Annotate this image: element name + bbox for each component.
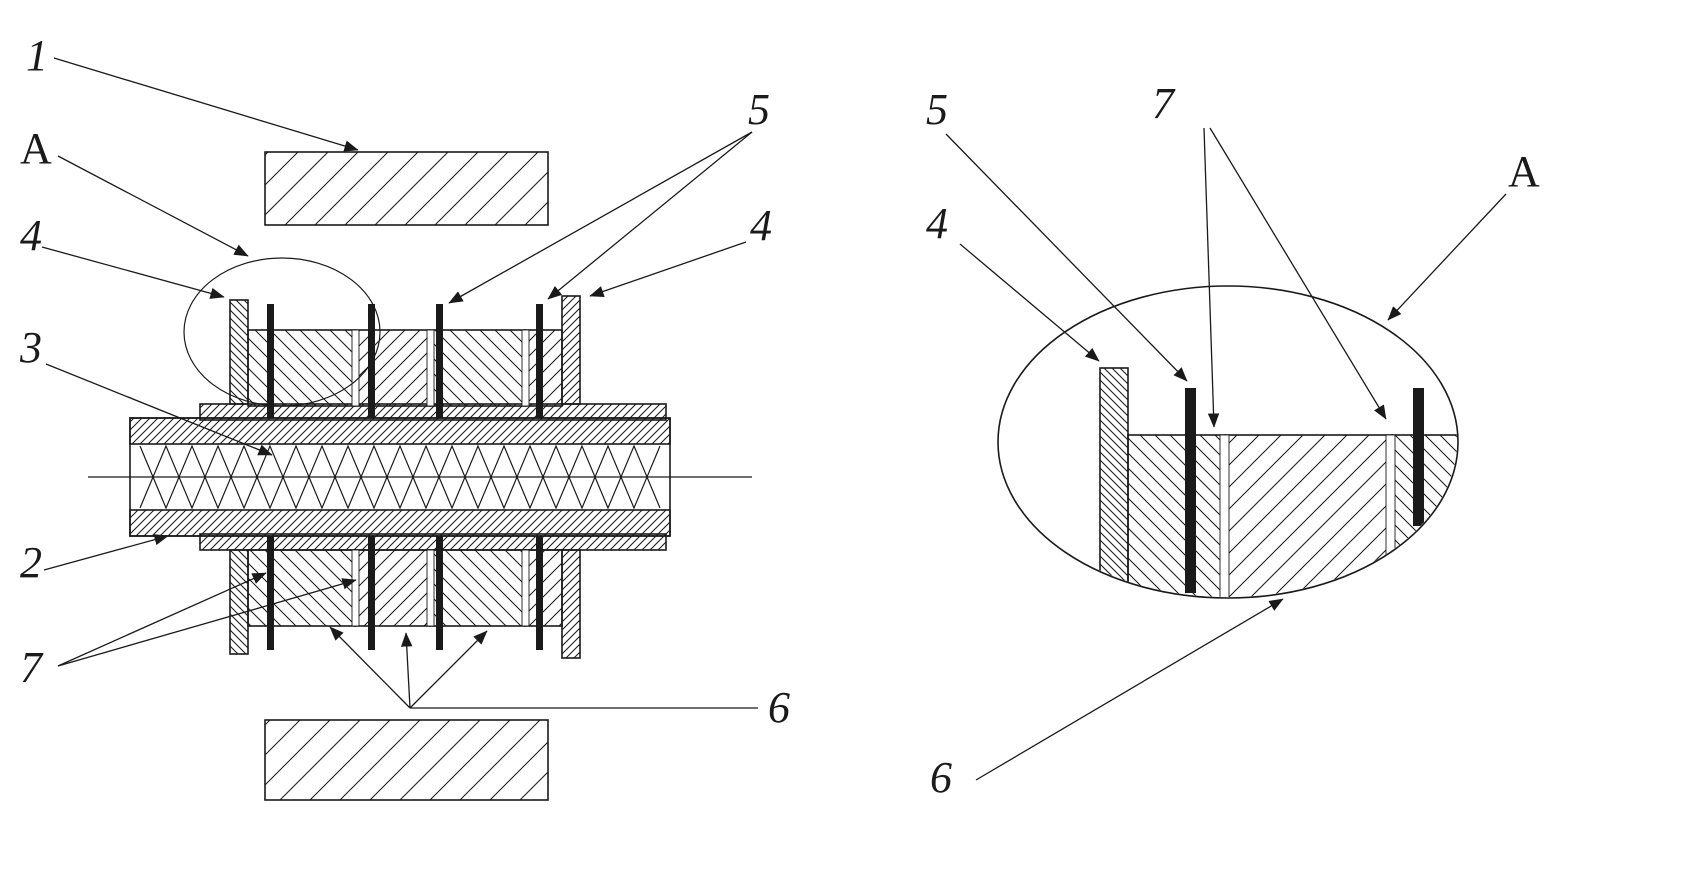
callout-4-left-arrow	[41, 246, 225, 299]
spring-zigzag-a	[139, 444, 661, 510]
callout-A-detail-arrow	[1387, 193, 1507, 321]
upper-joint-gap	[351, 329, 360, 407]
callout-2-label: 2	[20, 538, 42, 587]
callout-7-arrow	[57, 578, 357, 667]
callout-6-arrow	[329, 626, 411, 709]
top-plate	[264, 151, 549, 226]
sleeve-lower-band	[129, 509, 671, 537]
callout-1: 1	[26, 31, 359, 152]
detail-rim-wall	[1099, 367, 1129, 584]
detail-stack-segment	[1391, 434, 1457, 597]
callout-7-detail: 7	[1152, 79, 1387, 428]
detail-electrode-bar	[1185, 388, 1196, 593]
callout-4-left: 4	[20, 211, 225, 299]
callout-5-arrow	[547, 131, 753, 300]
bottom-plate	[264, 719, 549, 801]
detail-joint-gap	[1219, 434, 1230, 597]
upper-stack-segment	[354, 329, 431, 407]
callout-7-arrow	[57, 572, 267, 667]
callout-5-label: 5	[748, 85, 770, 134]
detail-a-marker-ellipse	[183, 257, 381, 407]
callout-7-detail-arrow	[1209, 127, 1387, 420]
spring-zigzag-b	[139, 444, 661, 510]
electrode-bar	[267, 536, 274, 650]
callout-2: 2	[20, 534, 169, 587]
callout-4-right-label: 4	[750, 201, 772, 250]
callout-3-arrow	[45, 363, 273, 456]
callout-A-label: A	[20, 124, 52, 173]
main-view: 1 A 4 3 2 7 5 4	[19, 31, 790, 801]
callout-3-label: 3	[19, 323, 42, 372]
callout-A-main: A	[20, 124, 249, 257]
callout-4-detail-arrow	[959, 243, 1100, 362]
electrode-bar	[536, 536, 543, 650]
callout-4-right: 4	[589, 201, 772, 297]
callout-6-label: 6	[768, 683, 790, 732]
lower-right-rim	[561, 549, 581, 659]
callout-3: 3	[19, 323, 273, 456]
upper-stack	[199, 295, 667, 421]
callout-7-main: 7	[20, 572, 357, 692]
detail-view: 5 4 7 A 6	[926, 79, 1540, 802]
upper-joint-gap	[426, 329, 435, 407]
callout-A-detail: A	[1387, 147, 1540, 321]
lower-joint-gap	[351, 549, 360, 627]
detail-joint-gap	[1385, 434, 1396, 597]
upper-left-rim	[229, 299, 249, 405]
lower-stack-segment	[429, 549, 526, 627]
lower-stack-segment	[247, 549, 356, 627]
callout-A-arrow	[57, 155, 249, 257]
electrode-bar	[436, 304, 443, 418]
callout-1-arrow	[53, 57, 359, 152]
callout-5-detail: 5	[926, 85, 1188, 382]
detail-electrode-bar	[1413, 388, 1424, 526]
detail-content	[1099, 367, 1457, 597]
callout-4-right-arrow	[589, 241, 747, 297]
upper-stack-segment	[247, 329, 356, 407]
electrode-bar	[536, 304, 543, 418]
callout-6-detail-label: 6	[930, 753, 952, 802]
callout-4-left-label: 4	[20, 211, 42, 260]
electrode-bar	[368, 536, 375, 650]
callout-7-detail-label: 7	[1152, 79, 1176, 128]
callout-1-label: 1	[26, 31, 48, 80]
detail-stack-segment	[1127, 434, 1226, 597]
detail-boundary-ellipse	[997, 285, 1459, 599]
callout-4-detail-label: 4	[926, 199, 948, 248]
callout-A-detail-label: A	[1508, 147, 1540, 196]
lower-stack	[199, 533, 667, 659]
callout-5-detail-arrow	[945, 133, 1188, 382]
callout-5-arrow	[448, 131, 753, 304]
callout-6-arrow	[401, 632, 413, 709]
callout-5-detail-label: 5	[926, 85, 948, 134]
callout-5-main: 5	[448, 85, 770, 304]
callout-7-label: 7	[20, 643, 44, 692]
upper-stack-segment	[524, 329, 563, 407]
electrode-bar	[267, 304, 274, 418]
callout-7-detail-arrow	[1203, 127, 1220, 428]
callout-6-arrow	[409, 630, 488, 709]
lower-joint-gap	[426, 549, 435, 627]
callout-6-detail-arrow	[975, 598, 1284, 781]
detail-stack-segment	[1224, 434, 1393, 597]
upper-stack-segment	[429, 329, 526, 407]
lower-joint-gap	[521, 549, 530, 627]
upper-joint-gap	[521, 329, 530, 407]
lower-left-rim	[229, 549, 249, 655]
upper-right-rim	[561, 295, 581, 405]
callout-4-detail: 4	[926, 199, 1100, 362]
lower-stack-segment	[524, 549, 563, 627]
callout-2-arrow	[43, 534, 169, 571]
callout-6-main: 6	[329, 626, 790, 732]
callout-6-detail: 6	[930, 598, 1284, 802]
electrode-bar	[436, 536, 443, 650]
lower-stack-segment	[354, 549, 431, 627]
